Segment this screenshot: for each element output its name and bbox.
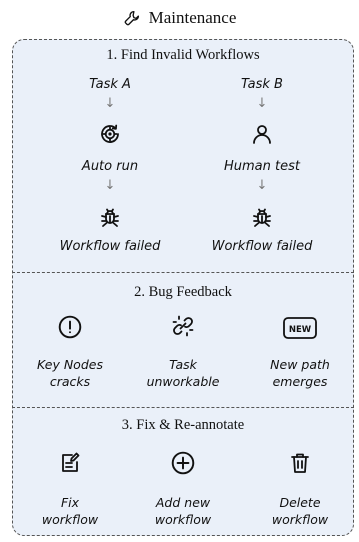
bug-icon-right	[250, 205, 274, 229]
human-test-label: Human test	[224, 159, 300, 174]
diagram-title: Maintenance	[0, 4, 359, 32]
add-circle-icon	[170, 450, 196, 476]
task-b-label: Task B	[241, 77, 283, 92]
edit-document-icon	[58, 451, 82, 475]
bug-icon-left	[98, 205, 122, 229]
wrench-icon	[124, 10, 139, 26]
workflow-failed-label-right: Workflow failed	[211, 239, 313, 254]
new-badge-icon: NEW	[283, 317, 317, 339]
auto-run-gear-icon	[98, 122, 122, 146]
human-person-icon	[250, 122, 274, 146]
task-a-label: Task A	[89, 77, 131, 92]
arrow-human-test: ↓	[256, 178, 268, 193]
trash-icon	[288, 451, 312, 475]
section-2-title: 2. Bug Feedback	[134, 284, 232, 300]
arrow-task-b: ↓	[256, 96, 268, 111]
exclamation-circle-icon	[57, 314, 83, 340]
arrow-task-a: ↓	[104, 96, 116, 111]
section-divider-1	[12, 272, 354, 273]
workflow-failed-label-left: Workflow failed	[59, 239, 161, 254]
section-divider-2	[12, 407, 354, 408]
title-text: Maintenance	[148, 8, 237, 27]
arrow-auto-run: ↓	[104, 178, 116, 193]
broken-link-icon	[171, 314, 195, 338]
section-3-title: 3. Fix & Re-annotate	[121, 417, 245, 433]
auto-run-label: Auto run	[81, 159, 139, 174]
new-badge-text: NEW	[289, 325, 312, 335]
section-1-title: 1. Find Invalid Workflows	[106, 47, 260, 63]
